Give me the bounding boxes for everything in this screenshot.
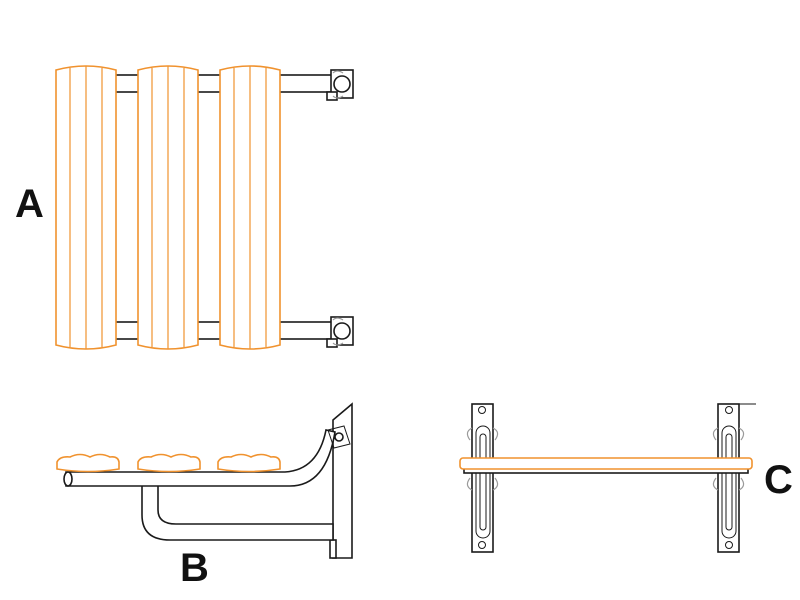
- view-b-pivot-pin: [334, 432, 344, 442]
- view-a-wall-bracket-top: [326, 69, 354, 101]
- view-a-slat-2: [137, 65, 199, 350]
- view-a-top-view: [55, 65, 354, 350]
- view-c-seat-board: [459, 457, 753, 470]
- view-a-slat-1: [55, 65, 117, 350]
- view-label-c: C: [764, 458, 793, 502]
- view-b-slat-profile-2: [137, 453, 201, 473]
- view-c-left-wall-plate: [466, 403, 499, 553]
- view-c-right-wall-plate: [712, 403, 756, 553]
- view-a-wall-bracket-bottom: [326, 316, 354, 348]
- view-label-b: B: [180, 546, 209, 590]
- view-b-frame-end-cap: [63, 471, 73, 487]
- view-b-slat-profile-3: [217, 453, 281, 473]
- view-b-slat-profile-1: [56, 453, 120, 473]
- view-b-wall-plate-foot: [329, 539, 337, 559]
- view-b-pivot-bracket: [327, 425, 351, 449]
- view-b-wall-plate: [332, 402, 353, 559]
- view-b-side-view: [56, 402, 353, 559]
- view-label-a: A: [15, 182, 44, 226]
- view-c-front-view: [459, 403, 756, 553]
- view-a-slat-3: [219, 65, 281, 350]
- view-b-seat-frame: [65, 429, 336, 487]
- view-b-lower-brace: [141, 484, 334, 541]
